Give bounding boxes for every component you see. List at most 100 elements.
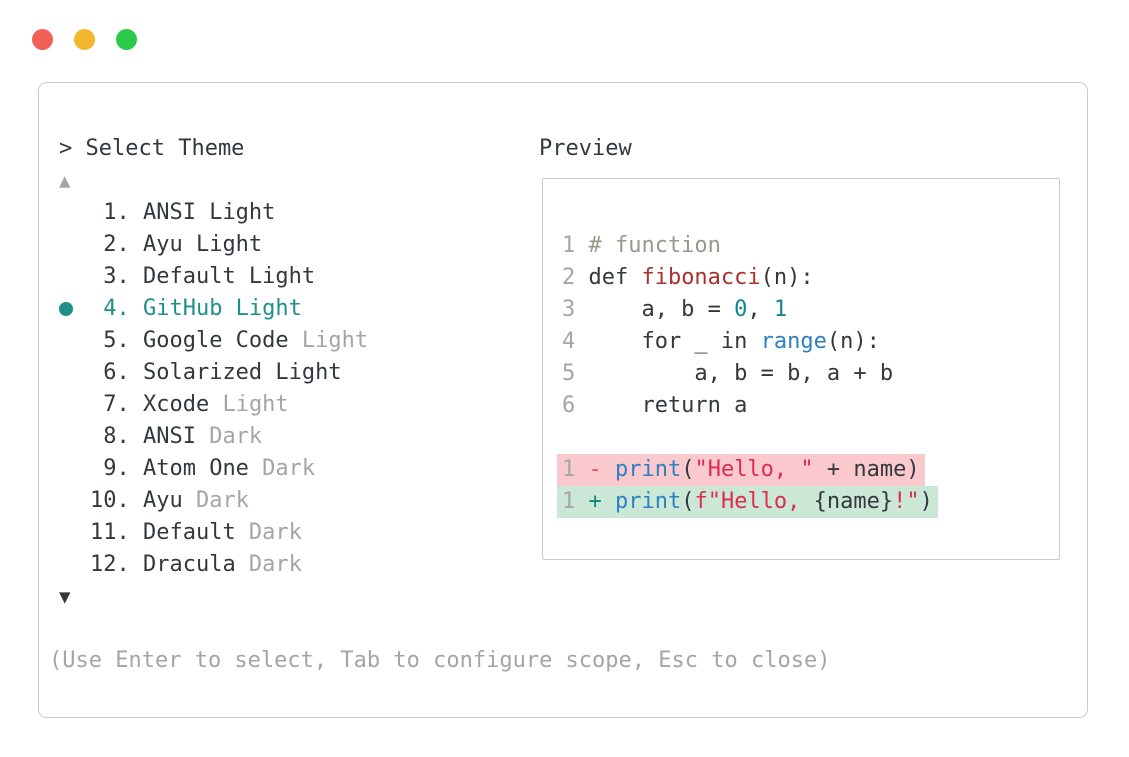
theme-list: 1. ANSI Light 2. Ayu Light 3. Default Light 4.… xyxy=(59,197,368,581)
token-plain: (n): xyxy=(826,329,880,354)
theme-number: 4. xyxy=(103,296,130,321)
token-builtin: range xyxy=(760,329,827,354)
theme-label: Ayu xyxy=(142,488,183,513)
theme-variant-suffix: Dark xyxy=(235,552,302,577)
theme-label: Xcode xyxy=(142,392,210,417)
theme-list-item[interactable]: 7. Xcode Light xyxy=(59,389,368,421)
diff-highlight: 1 + print(f"Hello, {name}!") xyxy=(557,486,938,518)
line-number: 6 xyxy=(562,393,576,418)
code-line: 4 for _ in range(n): xyxy=(562,326,1059,358)
select-theme-prompt: > Select Theme xyxy=(59,136,245,161)
theme-variant-suffix: Dark xyxy=(195,424,263,449)
diff-highlight: 1- print("Hello, " + name) xyxy=(557,454,925,486)
theme-number: 2. xyxy=(103,232,130,257)
token-string: "Hello, " xyxy=(694,457,814,482)
theme-variant-suffix: Dark xyxy=(182,488,249,513)
token-function: fibonacci xyxy=(641,265,761,290)
theme-label: ANSI xyxy=(142,424,196,449)
token-plain: a, b = b, a + b xyxy=(588,361,894,386)
token-plain: + name) xyxy=(813,457,920,482)
theme-variant-suffix: Dark xyxy=(235,520,302,545)
line-number: 1 xyxy=(562,457,576,482)
theme-variant-suffix: Light xyxy=(209,392,289,417)
window-controls xyxy=(32,29,137,50)
theme-number: 6. xyxy=(103,360,130,385)
token-comment: # function xyxy=(588,233,721,258)
line-number: 1 xyxy=(562,489,576,514)
token-diff-minus: - xyxy=(588,457,615,482)
token-builtin: print xyxy=(614,457,682,482)
token-diff-plus: + xyxy=(588,489,615,514)
line-number: 1 xyxy=(562,233,576,258)
minimize-button[interactable] xyxy=(74,29,95,50)
theme-list-item[interactable]: 10. Ayu Dark xyxy=(59,485,368,517)
diff-added-line: 1 + print(f"Hello, {name}!") xyxy=(557,486,1059,518)
theme-label: Default xyxy=(142,520,236,545)
theme-number: 7. xyxy=(103,392,130,417)
theme-label: Solarized Light xyxy=(142,360,342,385)
code-line xyxy=(562,422,1059,454)
token-string: !" xyxy=(893,489,920,514)
token-plain: (n): xyxy=(760,265,814,290)
token-builtin: print xyxy=(614,489,682,514)
line-number: 4 xyxy=(562,329,576,354)
theme-list-item[interactable]: 8. ANSI Dark xyxy=(59,421,368,453)
theme-variant-suffix: Dark xyxy=(248,456,316,481)
theme-number: 12. xyxy=(90,552,130,577)
token-number: 0 xyxy=(734,297,748,322)
token-plain: return a xyxy=(588,393,748,418)
token-string: f"Hello, xyxy=(694,489,814,514)
scroll-up-indicator[interactable]: ▲ xyxy=(59,170,71,192)
theme-label: Default Light xyxy=(142,264,316,289)
token-plain: a, b = xyxy=(588,297,735,322)
theme-label: Atom One xyxy=(142,456,249,481)
close-button[interactable] xyxy=(32,29,53,50)
code-line: 1 # function xyxy=(562,230,1059,262)
theme-list-item[interactable]: 5. Google Code Light xyxy=(59,325,368,357)
code-line: 6 return a xyxy=(562,390,1059,422)
theme-number: 3. xyxy=(103,264,130,289)
line-number: 5 xyxy=(562,361,576,386)
theme-number: 5. xyxy=(103,328,130,353)
theme-label: Dracula xyxy=(142,552,236,577)
theme-variant-suffix: Light xyxy=(288,328,369,353)
theme-list-item[interactable]: 12. Dracula Dark xyxy=(59,549,368,581)
theme-number: 8. xyxy=(103,424,130,449)
theme-list-item[interactable]: 4. GitHub Light xyxy=(59,293,368,325)
keyboard-hint: (Use Enter to select, Tab to configure s… xyxy=(49,648,831,673)
theme-list-item[interactable]: 2. Ayu Light xyxy=(59,229,368,261)
maximize-button[interactable] xyxy=(116,29,137,50)
token-plain: ) xyxy=(919,489,933,514)
theme-number: 10. xyxy=(90,488,130,513)
token-plain: ( xyxy=(681,489,695,514)
selected-bullet-icon xyxy=(59,302,73,316)
line-number: 3 xyxy=(562,297,576,322)
theme-number: 9. xyxy=(103,456,130,481)
preview-title: Preview xyxy=(539,136,632,161)
scroll-down-indicator[interactable]: ▼ xyxy=(59,586,71,608)
code-line: 2 def fibonacci(n): xyxy=(562,262,1059,294)
diff-removed-line: 1- print("Hello, " + name) xyxy=(557,454,1059,486)
theme-picker-window: > Select Theme ▲ 1. ANSI Light 2. Ayu Light… xyxy=(38,82,1088,718)
theme-label: Google Code xyxy=(142,328,289,353)
code-line: 5 a, b = b, a + b xyxy=(562,358,1059,390)
theme-label: Ayu Light xyxy=(142,232,263,257)
line-number: 2 xyxy=(562,265,576,290)
theme-number: 11. xyxy=(90,520,130,545)
token-plain: {name} xyxy=(813,489,894,514)
theme-list-item[interactable]: 1. ANSI Light xyxy=(59,197,368,229)
theme-list-item[interactable]: 11. Default Dark xyxy=(59,517,368,549)
theme-list-item[interactable]: 9. Atom One Dark xyxy=(59,453,368,485)
code-line: 3 a, b = 0, 1 xyxy=(562,294,1059,326)
theme-number: 1. xyxy=(103,200,130,225)
token-number: 1 xyxy=(773,297,788,322)
token-plain: def xyxy=(588,265,642,290)
theme-label: ANSI Light xyxy=(142,200,276,225)
theme-list-item[interactable]: 3. Default Light xyxy=(59,261,368,293)
token-plain: ( xyxy=(681,457,695,482)
theme-list-item[interactable]: 6. Solarized Light xyxy=(59,357,368,389)
token-plain: , xyxy=(747,297,774,322)
theme-label: GitHub Light xyxy=(142,296,302,321)
